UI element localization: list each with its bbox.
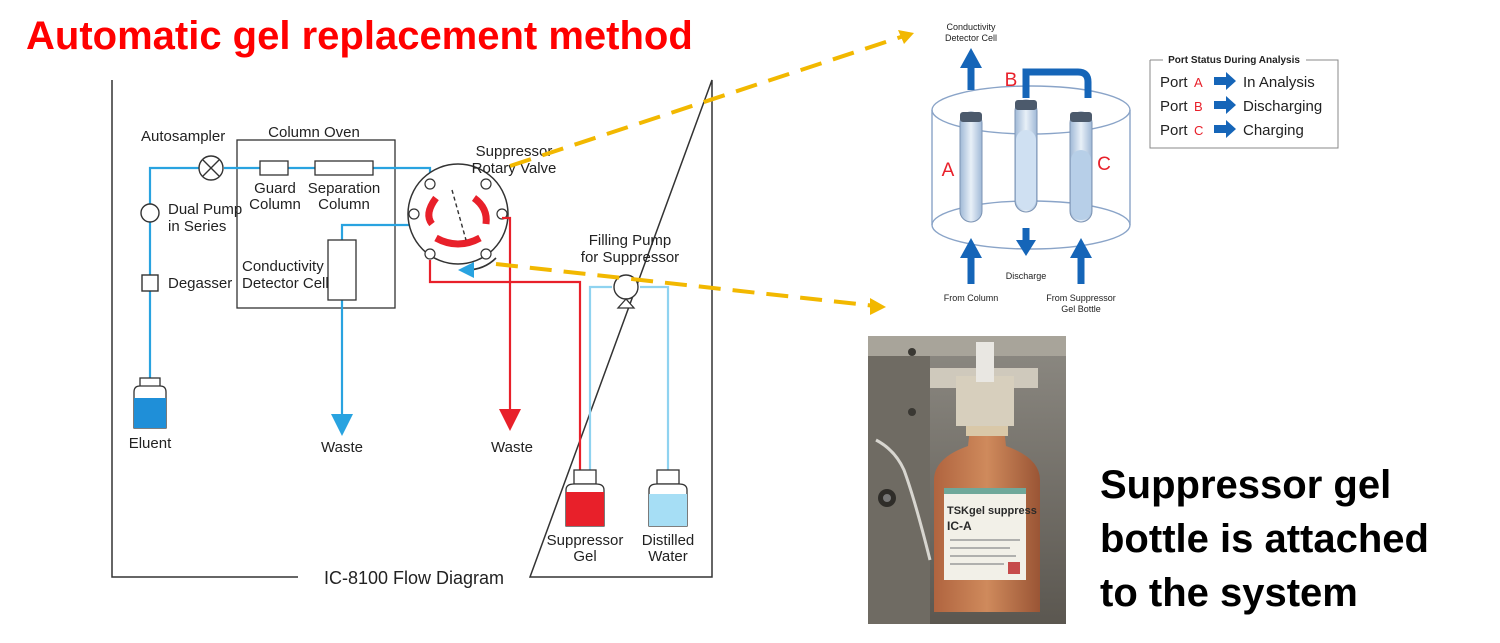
arrow-right-icon [1214, 72, 1236, 90]
cond-label-line2: Detector Cell [242, 275, 329, 292]
rotary-valve-icon [407, 163, 509, 278]
detail-top-line2: Detector Cell [945, 33, 997, 43]
autosampler-label: Autosampler [141, 128, 225, 145]
valve-detail: Conductivity Detector Cell B A C [931, 22, 1131, 314]
slide-title: Automatic gel replacement method [26, 14, 693, 58]
sep-label-line2: Column [318, 196, 370, 213]
port-row-b: Port B Discharging [1160, 96, 1322, 115]
callout-line-bottle [495, 262, 877, 308]
water-label-line1: Distilled [642, 532, 695, 549]
port-row-c-letter: C [1194, 123, 1203, 138]
port-row-b-port: Port [1160, 98, 1188, 115]
gel-bottle-photo: TSKgel suppress IC-A [868, 336, 1066, 624]
port-row-a-port: Port [1160, 74, 1188, 91]
water-label-line2: Water [648, 548, 687, 565]
separation-column-icon [314, 160, 374, 176]
port-row-a: Port A In Analysis [1160, 72, 1315, 91]
caption-line3: to the system [1100, 571, 1358, 615]
detail-label-b: B [1005, 70, 1018, 91]
tube-a [959, 111, 983, 223]
column-oven-label: Column Oven [268, 124, 360, 141]
guard-label-line1: Guard [254, 180, 296, 197]
port-row-c-port: Port [1160, 122, 1188, 139]
detail-from-gel-line1: From Suppressor [1046, 293, 1116, 303]
eluent-label: Eluent [129, 435, 172, 452]
port-status-heading: Port Status During Analysis [1168, 55, 1300, 66]
arrow-right-icon [1214, 96, 1236, 114]
degasser-label: Degasser [168, 275, 232, 292]
tube-b [1014, 99, 1038, 213]
detail-discharge: Discharge [1006, 271, 1047, 281]
port-row-c-status: Charging [1243, 122, 1304, 139]
port-row-b-status: Discharging [1243, 98, 1322, 115]
waste-left-label: Waste [321, 439, 363, 456]
arrow-down-discharge [1016, 240, 1036, 256]
guard-label-line2: Column [249, 196, 301, 213]
arrow-up-from-gel [1070, 238, 1092, 258]
bottle-caption: Suppressor gel bottle is attached to the… [1100, 458, 1429, 620]
caption-line1: Suppressor gel [1100, 463, 1392, 507]
port-status-box: Port Status During Analysis Port A In An… [1149, 55, 1339, 149]
cond-label-line1: Conductivity [242, 258, 324, 275]
gel-label-line2: Gel [573, 548, 596, 565]
guard-column-icon [259, 160, 289, 176]
conductivity-cell-icon [327, 239, 357, 301]
port-row-c: Port C Charging [1160, 120, 1304, 139]
port-row-a-status: In Analysis [1243, 74, 1315, 91]
water-bottle-icon [648, 469, 688, 527]
callout-line-valve [509, 32, 911, 168]
tube-c [1069, 111, 1093, 223]
degasser-icon [141, 274, 159, 292]
port-row-a-letter: A [1194, 75, 1203, 90]
detail-label-c: C [1097, 154, 1111, 175]
gel-label-line1: Suppressor [547, 532, 624, 549]
flow-diagram: IC-8100 Flow Diagram Column Oven Autosam… [111, 79, 713, 588]
fill-pump-label-line1: Filling Pump [589, 232, 672, 249]
waste-right-label: Waste [491, 439, 533, 456]
valve-label-line2: Rotary Valve [472, 160, 557, 177]
gel-bottle-icon [565, 469, 605, 527]
valve-label-line1: Suppressor [476, 143, 553, 160]
pump-label-line1: Dual Pump [168, 201, 242, 218]
photo-label-line2: IC-A [947, 519, 972, 533]
photo-label-line1: TSKgel suppress [947, 505, 1037, 517]
port-row-b-letter: B [1194, 99, 1203, 114]
arrow-up-from-column [960, 238, 982, 258]
flow-diagram-frame [111, 79, 713, 578]
pump-label-line2: in Series [168, 218, 226, 235]
arrow-right-icon [1214, 120, 1236, 138]
detail-top-line1: Conductivity [946, 22, 996, 32]
eluent-bottle-icon [133, 377, 167, 429]
flow-diagram-caption: IC-8100 Flow Diagram [324, 568, 504, 588]
arrow-up-detector [960, 48, 982, 68]
sep-label-line1: Separation [308, 180, 381, 197]
detail-from-column: From Column [944, 293, 999, 303]
fill-pump-label-line2: for Suppressor [581, 249, 679, 266]
pump-icon [140, 203, 160, 223]
detail-from-gel-line2: Gel Bottle [1061, 304, 1101, 314]
detail-label-a: A [942, 160, 955, 181]
caption-line2: bottle is attached [1100, 517, 1429, 561]
